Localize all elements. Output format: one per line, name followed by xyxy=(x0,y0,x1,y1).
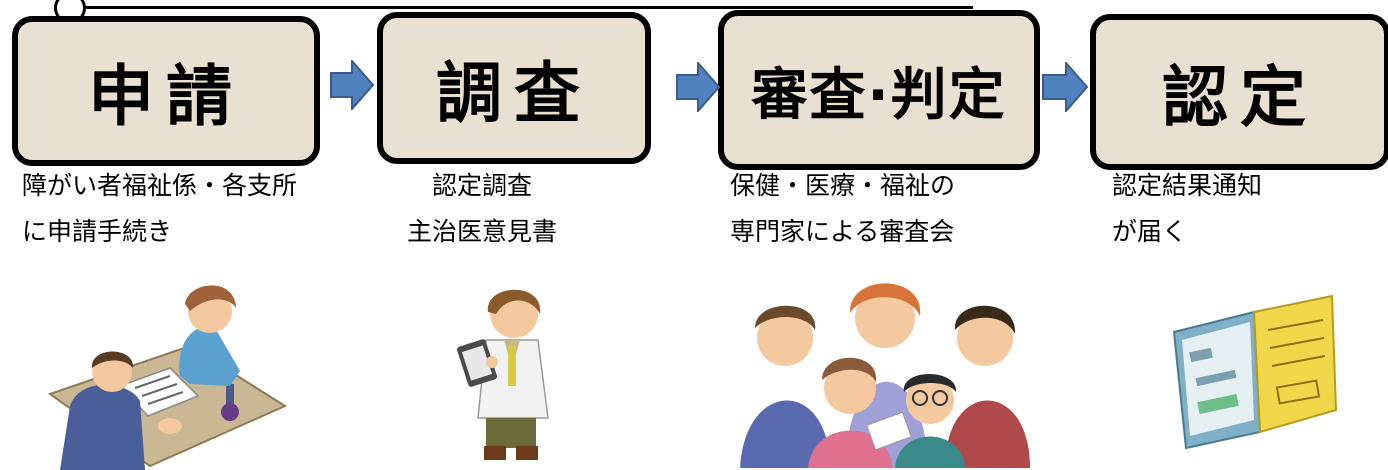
step-label: 調査 xyxy=(436,55,592,132)
step-investigation: 調査 xyxy=(377,12,651,164)
top-rule-line xyxy=(54,0,973,24)
flow-arrow-icon xyxy=(1042,62,1088,112)
step-certification: 認定 xyxy=(1090,14,1388,170)
step-label: 申請 xyxy=(88,58,244,135)
doctor-illustration xyxy=(457,289,549,460)
step-label: 審査·判定 xyxy=(751,62,1007,128)
description-review: 保健・医療・福祉の 専門家による審査会 xyxy=(730,166,955,252)
description-application: 障がい者福祉係・各支所 に申請手続き xyxy=(22,166,297,252)
description-line: 認定調査 xyxy=(431,171,532,200)
review-committee-illustration xyxy=(740,283,1030,468)
flow-arrow-icon xyxy=(330,60,374,110)
description-line: 主治医意見書 xyxy=(406,217,557,246)
description-line: 専門家による審査会 xyxy=(730,217,955,246)
description-investigation: 認定調査 主治医意見書 xyxy=(384,166,580,252)
description-line: 認定結果通知 xyxy=(1112,171,1263,200)
step-review-judgement: 審査·判定 xyxy=(718,10,1040,170)
certificate-booklet-illustration xyxy=(1172,294,1338,450)
description-line: が届く xyxy=(1112,217,1188,246)
application-counter-illustration xyxy=(47,285,288,470)
description-line: 障がい者福祉係・各支所 xyxy=(22,171,298,200)
step-application: 申請 xyxy=(12,16,320,166)
flow-arrow-icon xyxy=(676,62,720,112)
description-line: 保健・医療・福祉の xyxy=(730,171,956,200)
step-label: 認定 xyxy=(1162,59,1318,136)
description-line: に申請手続き xyxy=(22,217,173,246)
description-certification: 認定結果通知 が届く xyxy=(1112,166,1262,252)
